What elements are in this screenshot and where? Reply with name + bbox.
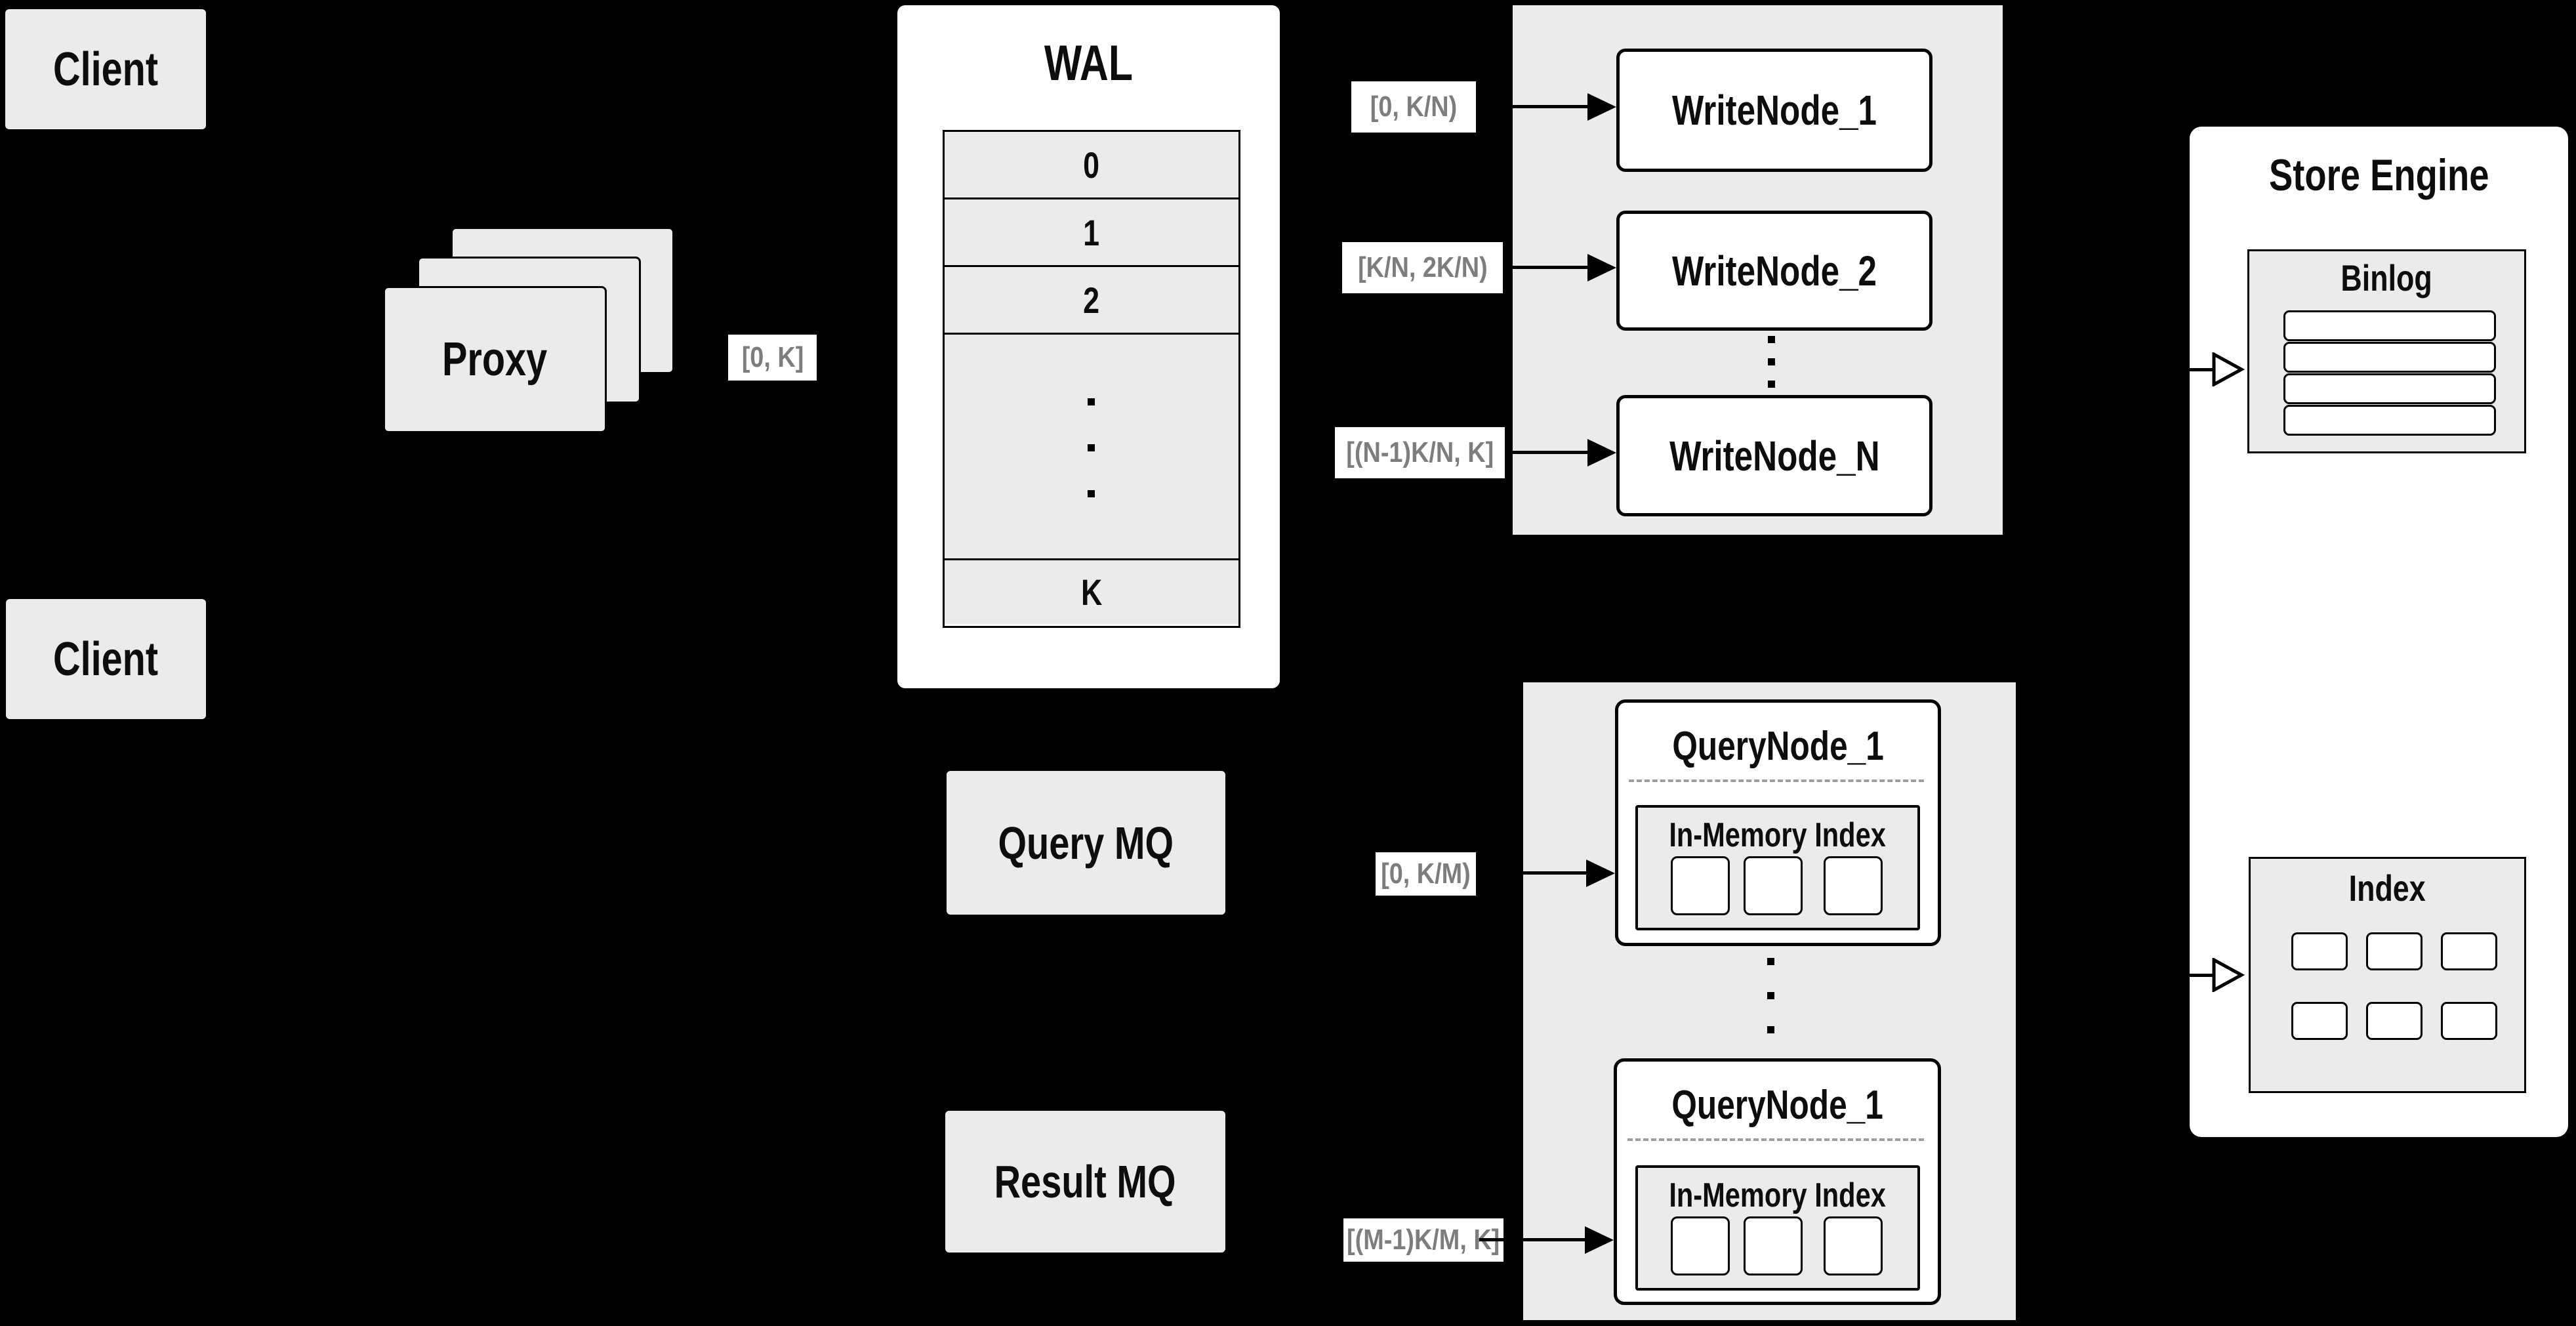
query-node-title: QueryNode_1: [1671, 1082, 1883, 1128]
open-arrow-icon: [2212, 352, 2245, 386]
range-label-write-n: [(N-1)K/N, K]: [1335, 427, 1505, 478]
wal-row-ellipsis: [945, 333, 1238, 558]
wal-row-1: 1: [945, 197, 1238, 265]
write-node-cluster: WriteNode_1 WriteNode_2 WriteNode_N: [1513, 5, 2003, 535]
ellipsis-dot: [1767, 958, 1774, 965]
write-node-1: WriteNode_1: [1616, 49, 1932, 172]
query-node-divider: [1629, 779, 1924, 782]
in-memory-index-label: In-Memory Index: [1669, 816, 1887, 854]
wal-row-0: 0: [945, 132, 1238, 197]
wal-panel: WAL 0 1 2 K: [897, 5, 1280, 688]
index-label: Index: [2348, 867, 2426, 909]
index-box: Index: [2249, 857, 2526, 1093]
in-memory-index-box: In-Memory Index: [1635, 805, 1920, 930]
store-engine-panel: Store Engine Binlog Index: [2190, 127, 2568, 1137]
binlog-label: Binlog: [2341, 257, 2433, 299]
store-engine-title: Store Engine: [2268, 150, 2489, 200]
range-label-write-2: [K/N, 2K/N): [1342, 242, 1503, 293]
arrowhead-write-2: [1587, 254, 1616, 281]
binlog-row: [2283, 405, 2496, 436]
index-cell: [2441, 1002, 2497, 1040]
memory-cell: [1744, 1216, 1803, 1275]
result-mq-box: Result MQ: [945, 1111, 1225, 1253]
query-node-1: QueryNode_1 In-Memory Index: [1615, 699, 1941, 946]
memory-cell: [1824, 1216, 1883, 1275]
query-node-title: QueryNode_1: [1672, 723, 1884, 769]
wal-row-k: K: [945, 558, 1238, 624]
wal-title: WAL: [1044, 35, 1134, 91]
index-cell: [2366, 932, 2423, 970]
index-cell: [2366, 1002, 2423, 1040]
arrowhead-query-m: [1585, 1226, 1614, 1254]
binlog-box: Binlog: [2247, 249, 2526, 453]
wal-row-2: 2: [945, 265, 1238, 333]
in-memory-index-box: In-Memory Index: [1635, 1165, 1920, 1291]
write-node-2: WriteNode_2: [1616, 211, 1932, 331]
client-box-bottom: Client: [6, 599, 206, 719]
client-bottom-label: Client: [53, 632, 159, 686]
index-cell: [2441, 932, 2497, 970]
query-node-divider: [1627, 1138, 1924, 1141]
arrow-write-n: [1509, 451, 1589, 454]
binlog-row: [2283, 373, 2496, 404]
index-cell: [2291, 932, 2348, 970]
ellipsis-dot: [1088, 490, 1095, 497]
range-label-query-m: [(M-1)K/M, K]: [1343, 1218, 1503, 1262]
memory-cell: [1824, 856, 1883, 915]
query-mq-box: Query MQ: [947, 771, 1225, 915]
arrow-write-2: [1509, 266, 1589, 269]
ellipsis-dot: [1768, 381, 1775, 388]
arrowhead-write-1: [1587, 93, 1616, 121]
arrow-query-1: [1479, 871, 1586, 875]
ellipsis-dot: [1088, 444, 1095, 451]
range-label-query-1: [0, K/M): [1376, 852, 1476, 896]
arrowhead-query-1: [1586, 860, 1615, 887]
arrow-query-m: [1479, 1238, 1585, 1241]
ellipsis-dot: [1768, 336, 1775, 343]
index-cell: [2291, 1002, 2348, 1040]
client-box-top: Client: [5, 9, 206, 129]
ellipsis-dot: [1767, 1026, 1774, 1033]
query-node-2: QueryNode_1 In-Memory Index: [1614, 1058, 1941, 1305]
write-node-n: WriteNode_N: [1616, 395, 1932, 516]
memory-cell: [1671, 856, 1730, 915]
in-memory-index-label: In-Memory Index: [1669, 1176, 1887, 1214]
binlog-row: [2283, 310, 2496, 341]
binlog-row: [2283, 342, 2496, 373]
memory-cell: [1744, 856, 1803, 915]
query-node-cluster: QueryNode_1 In-Memory Index QueryNode_1: [1523, 682, 2016, 1320]
arrow-into-binlog: [2190, 368, 2216, 371]
memory-cell: [1671, 1216, 1730, 1275]
client-top-label: Client: [52, 43, 158, 96]
open-arrow-icon: [2212, 958, 2245, 992]
ellipsis-dot: [1768, 358, 1775, 365]
ellipsis-dot: [1088, 398, 1095, 405]
range-label-proxy-wal: [0, K]: [728, 335, 817, 381]
arrow-write-1: [1509, 105, 1589, 108]
range-label-write-1: [0, K/N): [1351, 81, 1476, 133]
arrowhead-write-n: [1587, 439, 1616, 466]
ellipsis-dot: [1767, 992, 1774, 999]
wal-table: 0 1 2 K: [943, 130, 1240, 628]
proxy-label: Proxy: [442, 333, 548, 386]
arrow-into-index: [2190, 974, 2216, 977]
proxy-box: Proxy: [383, 286, 607, 433]
